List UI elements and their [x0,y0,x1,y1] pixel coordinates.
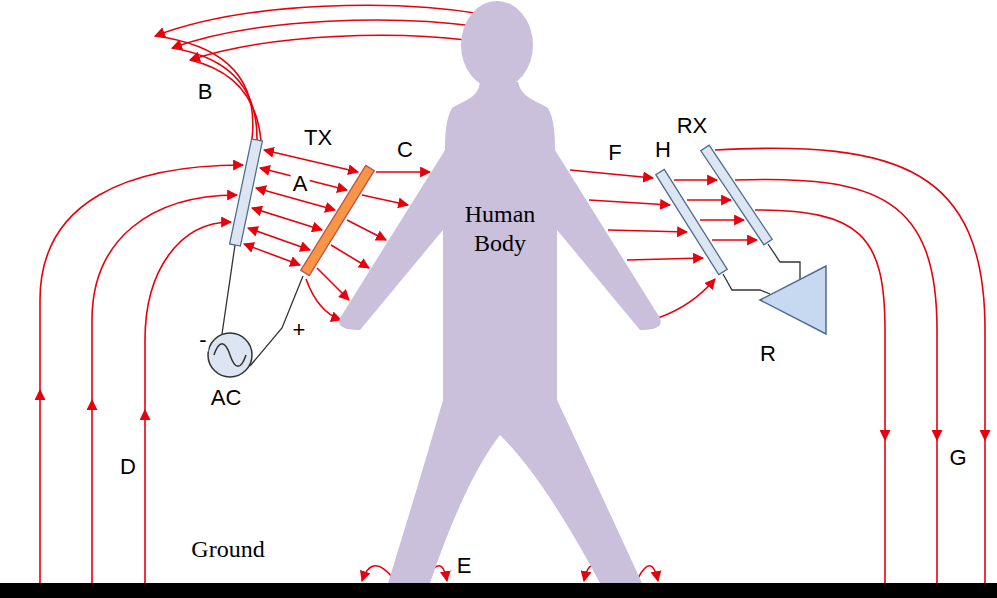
body-label: Human Body [450,200,550,258]
wire [222,245,235,334]
field-line [936,440,938,583]
field-line [248,228,310,250]
wire [768,244,800,279]
part-label: TX [302,126,334,149]
part-label: AC [209,386,244,409]
field-line [190,60,261,141]
part-label: F [606,141,623,164]
amplifier-symbol [760,266,826,334]
electrode-plate [301,165,375,275]
field-line [712,239,757,241]
field-line [589,200,670,205]
electrode-plate [701,145,772,245]
ac-source [208,333,252,377]
electrode-plate [656,169,727,274]
part-label: C [395,138,415,161]
field-line [608,230,687,232]
field-line [331,245,369,268]
field-line [984,440,986,583]
field-line [40,5,985,583]
field-line [715,148,985,440]
field-line [362,195,408,205]
body-head [461,1,533,89]
part-label: H [653,138,673,161]
field-line [658,279,715,318]
part-label: A [291,172,310,195]
field-line [687,199,731,201]
field-line [735,179,937,440]
ac-source [208,333,252,377]
field-line [627,258,703,260]
part-label: RX [675,114,710,137]
field-line [306,279,341,320]
body-shape [339,82,661,583]
field-line [674,179,717,181]
field-line [145,222,231,410]
field-line [570,170,653,178]
field-line [700,219,744,221]
part-label: - [197,328,208,351]
body-silhouette: Human Body [330,0,670,590]
field-line [362,566,393,581]
field-line [190,35,466,60]
part-label: G [947,446,968,469]
field-line [91,400,93,583]
field-line [317,268,349,300]
field-line [638,566,658,581]
part-label: R [758,342,778,365]
part-label: B [196,80,215,103]
field-line [144,410,146,583]
field-line [155,36,253,139]
part-label: D [118,455,138,478]
part-label: Ground [189,537,266,562]
electrode-plate [230,139,263,246]
wire [723,274,770,294]
part-label: + [291,318,308,341]
field-line [755,210,885,440]
field-line [264,150,358,172]
field-line [155,5,482,36]
field-line [39,390,41,583]
field-line [347,220,386,240]
field-line [376,171,430,173]
ac-source [214,344,246,367]
field-line [244,244,300,265]
field-line [252,208,322,230]
field-line [172,20,474,48]
ground-bar [0,583,997,598]
body-outline [330,0,670,590]
part-label: E [455,554,474,577]
field-line [884,440,886,583]
